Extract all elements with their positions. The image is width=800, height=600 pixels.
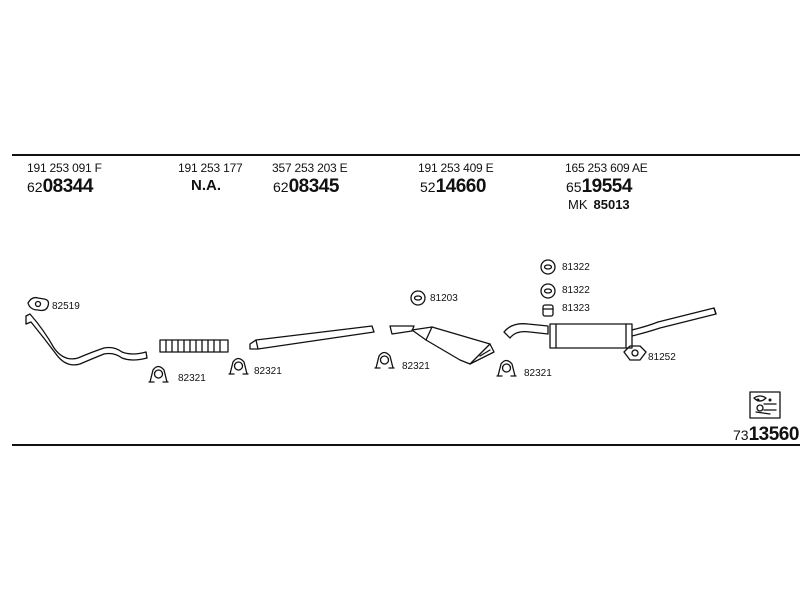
system-number[interactable]: 7313560 — [733, 424, 799, 446]
oe-number-5: 165 253 609 AE — [565, 161, 648, 175]
rubber-buffer-icon — [542, 304, 554, 317]
top-rule — [12, 154, 800, 156]
rubber-ring-icon — [540, 259, 556, 275]
flex-pipe — [159, 339, 229, 353]
article-number-3[interactable]: 6208345 — [273, 176, 339, 198]
article-prefix: 65 — [566, 179, 582, 195]
clamp-icon — [496, 359, 517, 377]
article-number-5[interactable]: 6519554 — [566, 176, 632, 198]
clamp-icon — [228, 357, 249, 375]
system-prefix: 73 — [733, 427, 749, 443]
article-prefix: 52 — [420, 179, 436, 195]
label-82321[interactable]: 82321 — [254, 366, 282, 377]
system-main: 13560 — [748, 424, 800, 445]
label-82321[interactable]: 82321 — [178, 373, 206, 384]
rubber-ring-icon — [410, 290, 426, 306]
gasket-icon — [27, 296, 50, 312]
label-81322[interactable]: 81322 — [562, 262, 590, 273]
oe-number-2: 191 253 177 — [178, 161, 243, 175]
rear-silencer — [503, 307, 717, 349]
label-82321[interactable]: 82321 — [402, 361, 430, 372]
article-main: 08345 — [288, 176, 340, 197]
label-82321[interactable]: 82321 — [524, 368, 552, 379]
bottom-rule — [12, 444, 800, 446]
article-prefix: 62 — [27, 179, 43, 195]
holder-bracket-icon — [623, 345, 647, 361]
middle-silencer — [389, 325, 495, 365]
brand-logo-icon — [749, 391, 781, 419]
oe-number-4: 191 253 409 E — [418, 161, 494, 175]
clamp-icon — [148, 365, 169, 383]
article-number-4[interactable]: 5214660 — [420, 176, 486, 198]
oe-number-1: 191 253 091 F — [27, 161, 102, 175]
not-available-label: N.A. — [191, 177, 221, 194]
article-main: 08344 — [42, 176, 94, 197]
article-number-1[interactable]: 6208344 — [27, 176, 93, 198]
kit-prefix: MK — [568, 197, 588, 212]
middle-pipe — [249, 325, 375, 350]
rubber-ring-icon — [540, 283, 556, 299]
label-81203[interactable]: 81203 — [430, 293, 458, 304]
oe-number-3: 357 253 203 E — [272, 161, 348, 175]
mounting-kit-number[interactable]: MK 85013 — [568, 197, 630, 212]
label-81323[interactable]: 81323 — [562, 303, 590, 314]
label-81322[interactable]: 81322 — [562, 285, 590, 296]
article-main: 19554 — [581, 176, 633, 197]
article-main: 14660 — [435, 176, 487, 197]
kit-main: 85013 — [593, 197, 630, 212]
front-pipe — [25, 313, 148, 366]
clamp-icon — [374, 351, 395, 369]
label-81252[interactable]: 81252 — [648, 352, 676, 363]
label-82519[interactable]: 82519 — [52, 301, 80, 312]
article-prefix: 62 — [273, 179, 289, 195]
